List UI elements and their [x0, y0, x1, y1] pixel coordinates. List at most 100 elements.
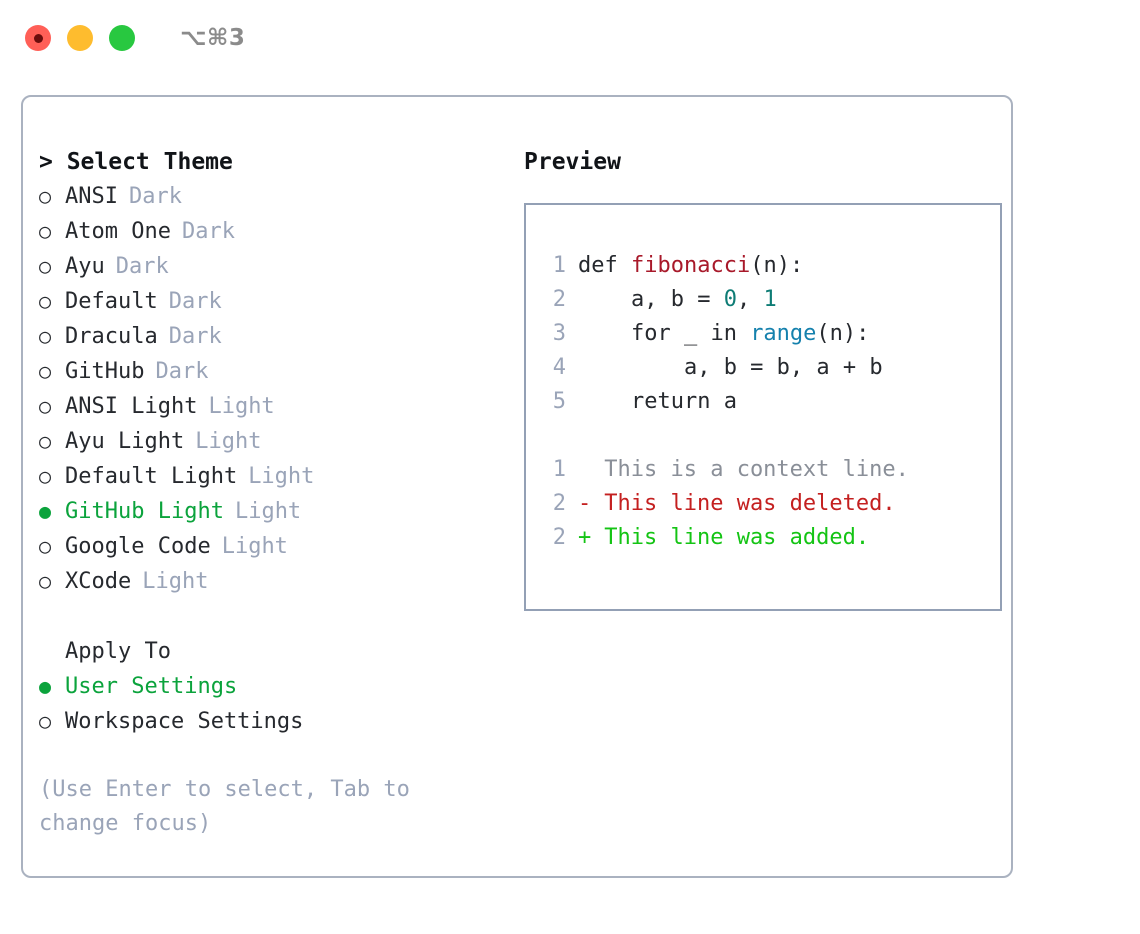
code-token: for _ in — [578, 321, 751, 346]
code-token: 1 — [763, 287, 777, 312]
theme-name-label: GitHub Light — [65, 499, 224, 524]
theme-variant-tag: Light — [195, 429, 262, 454]
theme-list-item[interactable]: ○ ANSI Dark — [39, 179, 501, 214]
theme-variant-tag: Light — [248, 464, 315, 489]
radio-unselected-icon: ○ — [39, 394, 52, 418]
theme-list-item[interactable]: ○ ANSI Light Light — [39, 389, 501, 424]
line-number: 2 — [552, 525, 566, 550]
select-theme-heading: > Select Theme — [39, 149, 233, 175]
radio-unselected-icon: ○ — [39, 254, 52, 278]
theme-list-item[interactable]: ○ Google Code Light — [39, 529, 501, 564]
keyboard-shortcut-label: ⌥⌘3 — [180, 25, 246, 51]
theme-variant-tag: Dark — [168, 289, 222, 314]
code-token: def — [578, 253, 631, 278]
maximize-button[interactable] — [109, 25, 135, 51]
diff-text: This line was deleted. — [591, 491, 896, 516]
radio-unselected-icon: ○ — [39, 289, 52, 313]
section-spacer — [39, 599, 501, 635]
line-number: 5 — [552, 389, 566, 414]
theme-variant-tag: Dark — [128, 184, 182, 209]
theme-variant-tag: Light — [221, 534, 288, 559]
diff-sign: - — [578, 491, 592, 516]
theme-variant-tag: Dark — [115, 254, 169, 279]
theme-name-label: XCode — [65, 569, 132, 594]
recording-dot-icon — [33, 33, 43, 43]
theme-list-item[interactable]: ○ Default Dark — [39, 284, 501, 319]
line-number: 4 — [552, 355, 566, 380]
minimize-button[interactable] — [67, 25, 93, 51]
theme-name-label: Dracula — [65, 324, 158, 349]
line-number: 1 — [552, 253, 566, 278]
diff-sample: 1 This is a context line.2- This line wa… — [540, 453, 1000, 555]
code-spacer — [540, 419, 1000, 453]
radio-unselected-icon: ○ — [39, 464, 52, 488]
theme-name-label: Atom One — [65, 219, 171, 244]
theme-list-item[interactable]: ○ Atom One Dark — [39, 214, 501, 249]
code-token: (n): — [816, 321, 870, 346]
code-line: 4 a, b = b, a + b — [540, 351, 1000, 385]
apply-to-label: Workspace Settings — [65, 709, 304, 734]
theme-name-label: Google Code — [65, 534, 211, 559]
apply-to-list-item[interactable]: ● User Settings — [39, 669, 501, 704]
theme-name-label: Default Light — [65, 464, 238, 489]
radio-unselected-icon: ○ — [39, 709, 52, 733]
code-token: fibonacci — [630, 253, 751, 278]
code-line: 1 def fibonacci(n): — [540, 249, 1000, 283]
line-number: 1 — [552, 457, 566, 482]
apply-to-label: User Settings — [65, 674, 238, 699]
keyboard-hint-text: (Use Enter to select, Tab to change focu… — [39, 777, 424, 836]
code-token: return a — [578, 389, 737, 414]
diff-sign — [578, 453, 591, 487]
diff-sign: + — [578, 525, 592, 550]
radio-unselected-icon: ○ — [39, 184, 52, 208]
theme-name-label: ANSI Light — [65, 394, 198, 419]
theme-name-label: Ayu Light — [65, 429, 185, 454]
radio-unselected-icon: ○ — [39, 569, 52, 593]
line-number: 2 — [552, 287, 566, 312]
line-number: 3 — [552, 321, 566, 346]
window-titlebar: ⌥⌘3 — [0, 0, 1140, 76]
diff-text: This line was added. — [591, 525, 870, 550]
theme-list-item[interactable]: ○ Ayu Dark — [39, 249, 501, 284]
theme-variant-tag: Dark — [155, 359, 209, 384]
apply-to-list[interactable]: ● User Settings ○ Workspace Settings — [39, 669, 501, 739]
line-number: 2 — [552, 491, 566, 516]
theme-list-item[interactable]: ● GitHub Light Light — [39, 494, 501, 529]
radio-unselected-icon: ○ — [39, 534, 52, 558]
apply-to-heading: Apply To — [65, 639, 171, 664]
theme-name-label: Default — [65, 289, 158, 314]
code-line: 3 for _ in range(n): — [540, 317, 1000, 351]
code-token: 0 — [723, 287, 737, 312]
radio-unselected-icon: ○ — [39, 219, 52, 243]
preview-heading: Preview — [524, 149, 621, 175]
theme-name-label: Ayu — [65, 254, 105, 279]
code-token: (n): — [750, 253, 804, 278]
theme-list-item[interactable]: ○ Default Light Light — [39, 459, 501, 494]
radio-selected-icon: ● — [39, 674, 52, 698]
close-button[interactable] — [25, 25, 51, 51]
diff-line-del: 2- This line was deleted. — [540, 487, 1000, 521]
theme-variant-tag: Light — [208, 394, 275, 419]
code-line: 5 return a — [540, 385, 1000, 419]
code-token: a, b = b, a + b — [578, 355, 883, 380]
theme-name-label: ANSI — [65, 184, 118, 209]
theme-name-label: GitHub — [65, 359, 145, 384]
apply-to-list-item[interactable]: ○ Workspace Settings — [39, 704, 501, 739]
window-controls — [25, 25, 135, 51]
radio-selected-icon: ● — [39, 499, 52, 523]
code-token: a, b = — [578, 287, 724, 312]
code-token: range — [750, 321, 817, 346]
code-line: 2 a, b = 0, 1 — [540, 283, 1000, 317]
theme-variant-tag: Light — [234, 499, 302, 524]
radio-unselected-icon: ○ — [39, 324, 52, 348]
theme-variant-tag: Dark — [181, 219, 235, 244]
